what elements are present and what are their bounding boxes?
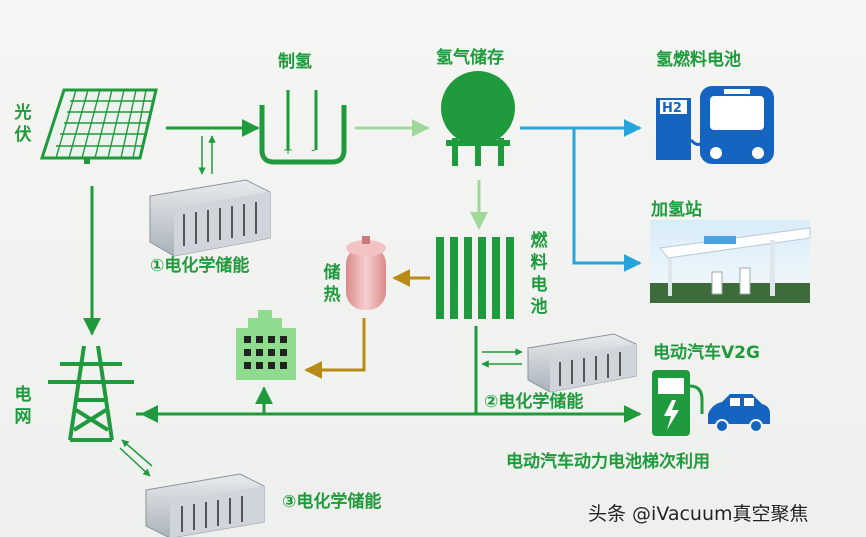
hydrogen-station-label: 加氢站 [651, 200, 702, 220]
storage-1-label: ①电化学储能 [150, 256, 249, 276]
fuel-cell-bus-icon [656, 86, 774, 164]
electrode-plus-label: + [283, 143, 293, 157]
electrolysis-cell-icon [262, 90, 344, 162]
grid-label: 电网 [13, 384, 33, 428]
transmission-tower-icon [48, 346, 134, 440]
arrow-from-storage-3 [122, 440, 152, 466]
heat-storage-tank-icon [346, 236, 386, 310]
battery-reuse-label: 电动汽车动力电池梯次利用 [506, 452, 710, 472]
storage-2-label: ②电化学储能 [484, 392, 583, 412]
hydrogen-storage-tank-icon [441, 71, 515, 166]
fuel-cell-vehicle-label: 氢燃料电池 [656, 50, 741, 70]
battery-container-2-icon [528, 334, 636, 392]
fuel-cell-stack-icon [436, 237, 514, 319]
h2-sign-label: H2 [662, 101, 682, 116]
electrode-minus-label: - [311, 143, 315, 157]
solar-label: 光伏 [13, 102, 33, 146]
battery-container-3-icon [146, 474, 264, 537]
hydrogen-station-photo [650, 220, 810, 303]
battery-container-1-icon [150, 180, 270, 256]
ev-v2g-label: 电动汽车V2G [653, 343, 760, 363]
arrow-storage-to-station [574, 128, 640, 263]
storage-3-label: ③电化学储能 [282, 492, 381, 512]
watermark: 头条 @iVacuum真空聚焦 [588, 499, 809, 526]
arrow-heat-to-building [306, 318, 364, 370]
heat-storage-label: 储热 [322, 262, 342, 306]
building-icon [236, 310, 296, 380]
electric-car-icon [708, 394, 770, 432]
solar-panel-icon [42, 90, 156, 164]
hydrogen-storage-label: 氢气储存 [436, 48, 504, 68]
fuel-cell-label: 燃料电池 [529, 230, 549, 318]
ev-charger-icon [652, 370, 702, 436]
electrolysis-label: 制氢 [278, 52, 312, 72]
